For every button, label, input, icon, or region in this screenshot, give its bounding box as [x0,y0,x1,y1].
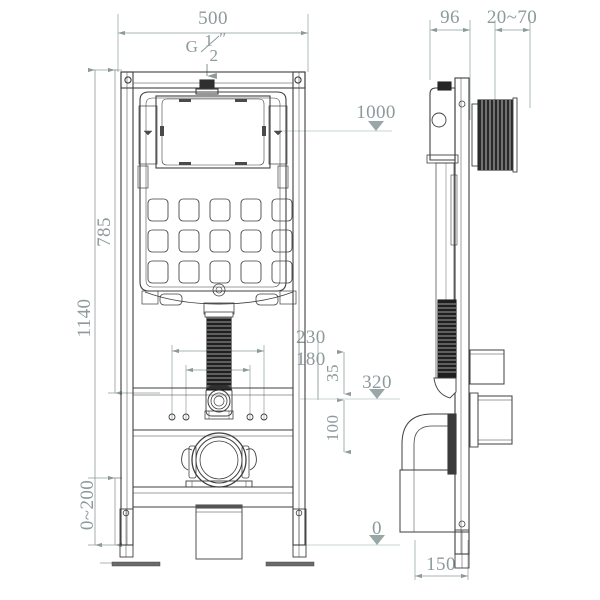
side-view [399,77,518,569]
dim-1140-label: 1140 [74,299,95,338]
dimension-bolt-spacing: 230 180 [172,327,326,373]
dim-20-70-label: 20~70 [487,7,537,28]
adjustable-feet [111,508,315,567]
datum-320-triangle [369,389,385,399]
flush-elbow-connector [204,385,234,420]
dim-35-label: 35 [323,364,342,382]
front-view [111,71,315,567]
dimension-offsets: 35 100 [323,349,352,455]
thread-callout: G 1 ″ 2 [186,29,226,79]
side-waste-elbow [399,413,457,533]
bolt-hole-row [168,413,268,421]
cistern-bottom-fittings [141,283,297,315]
datum-0-triangle [369,535,385,545]
cistern-body [139,91,287,292]
datum-0-label: 0 [372,518,382,539]
frame-cross-rails [133,387,293,508]
inspection-plate [155,95,271,169]
thread-denominator-label: 2 [210,46,219,65]
side-upper-port [469,349,505,385]
dim-180-label: 180 [296,349,326,370]
dimension-vertical-group: 1140 785 0~200 [74,67,123,548]
side-adjustable-foot [400,529,470,569]
thread-inch-mark: ″ [219,29,226,48]
side-corrugated-pipe [433,299,457,399]
datum-1000: 1000 [280,102,396,132]
side-brackets [137,105,289,189]
dim-100-label: 100 [323,415,342,442]
waste-pipe-clamp [181,432,257,488]
dimension-side-depths: 96 20~70 [430,7,537,33]
datum-0: 0 [300,518,400,546]
lower-access-box [195,504,243,560]
side-cistern-body [426,81,459,164]
thread-numerator-label: 1 [205,31,214,50]
dim-150-label: 150 [426,554,456,575]
extension-lines [88,14,531,580]
dimension-overall-width: 500 [118,8,308,36]
insulation-pad-grid [147,198,293,284]
side-flush-port [469,392,513,448]
dim-500-label: 500 [198,8,228,29]
dim-230-label: 230 [296,327,326,348]
frame-uprights [120,71,306,546]
side-frame-rail [454,77,470,555]
datum-320: 320 [300,372,400,400]
dim-0-200-label: 0~200 [77,480,98,530]
dimension-base-depth: 150 [415,554,468,579]
dim-96-label: 96 [440,7,460,28]
flush-pipe-corrugated [204,311,234,391]
side-inspection-bellows [471,97,518,173]
thread-prefix-label: G [186,37,199,56]
dim-785-label: 785 [94,217,115,247]
datum-320-label: 320 [362,372,392,393]
datum-1000-label: 1000 [356,102,396,123]
datum-1000-triangle [368,121,384,131]
